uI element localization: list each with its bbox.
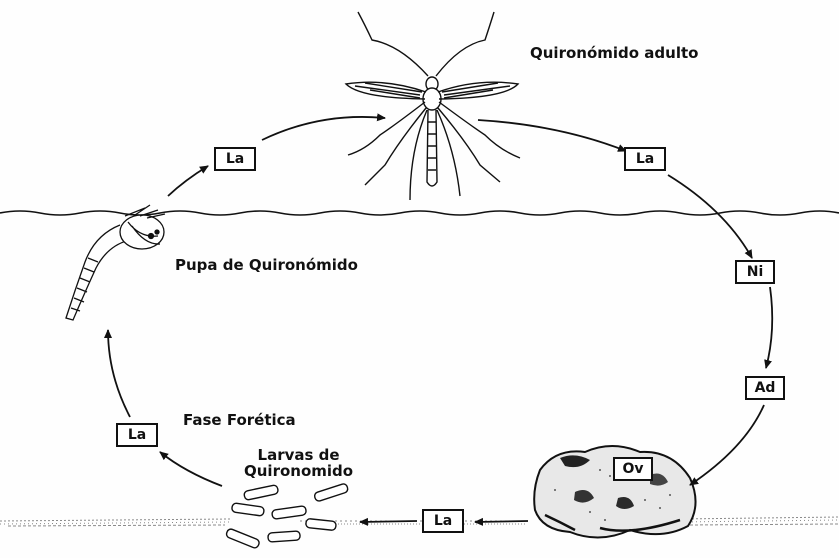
- arrow-ni-to-ad: [766, 287, 772, 368]
- arrow-la-to-adult: [262, 117, 385, 140]
- stage-box-ad: Ad: [745, 376, 785, 400]
- arrow-la-to-ni: [668, 175, 752, 258]
- arrow-rock-to-la: [475, 521, 528, 522]
- arrow-adult-to-la: [478, 120, 626, 151]
- stage-box-ov: Ov: [613, 457, 653, 481]
- water-surface-line: [0, 211, 839, 215]
- pupa-illustration: [66, 205, 165, 320]
- arrow-la-to-pupa: [108, 330, 130, 417]
- adult-chironomid-illustration: [346, 12, 520, 200]
- sediment-bottom: [0, 517, 839, 526]
- arrow-ad-to-ov: [690, 405, 764, 485]
- larvae-label-line-2: Quironomido: [244, 462, 353, 480]
- adult-label: Quironómido adulto: [530, 46, 698, 61]
- stage-box-la-adult-to-water: La: [624, 147, 666, 171]
- arrow-larvae-to-la: [160, 452, 222, 486]
- stage-box-ni: Ni: [735, 260, 775, 284]
- pupa-label: Pupa de Quironómido: [175, 258, 358, 273]
- larvae-label: Larvas de Quironomido: [244, 448, 353, 480]
- stage-box-la-phoretic: La: [116, 423, 158, 447]
- arrow-pupa-to-la: [168, 166, 208, 196]
- larvae-illustration: [225, 483, 348, 549]
- stage-box-la-bottom: La: [422, 509, 464, 533]
- arrow-la-to-larvae: [360, 521, 417, 522]
- phoretic-phase-label: Fase Forética: [183, 413, 296, 428]
- stage-box-la-pupa-to-adult: La: [214, 147, 256, 171]
